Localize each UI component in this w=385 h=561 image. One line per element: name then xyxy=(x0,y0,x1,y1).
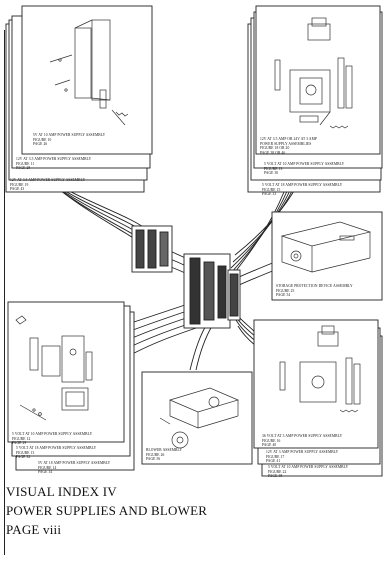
label-page: PAGE 29 xyxy=(12,441,27,445)
label-figure: FIGURE 10 xyxy=(33,137,52,142)
label-figure: FIGURE 15 xyxy=(262,187,281,192)
label-page: PAGE 43 xyxy=(10,187,25,191)
label-title: 5V AT 10 AMP POWER SUPPLY ASSEMBLY xyxy=(33,133,106,137)
label-page: PAGE 34 xyxy=(38,470,53,474)
label-figure: FIGURE 26 xyxy=(146,452,165,457)
label-title: 5 VOLT AT 18 AMP POWER SUPPLY ASSEMBLY xyxy=(16,446,97,450)
label-top-right-2: 5 VOLT AT 10 AMP POWER SUPPLY ASSEMBLY F… xyxy=(264,162,344,176)
top-left-assembly-sheet xyxy=(5,5,153,193)
label-page: PAGE 41 xyxy=(266,459,281,463)
label-figure: FIGURE 12 xyxy=(12,436,31,441)
label-page: PAGE 56 xyxy=(146,457,161,461)
label-title-2: POWER SUPPLY ASSEMBLIES xyxy=(260,141,312,146)
bottom-right-assembly-drawing xyxy=(279,325,361,413)
central-chassis-left xyxy=(131,225,173,273)
central-power-supply-cluster xyxy=(183,253,241,329)
label-title: 12V AT 3.5 AMP POWER SUPPLY ASSEMBLY xyxy=(10,178,86,182)
label-bottom-left-2: 5 VOLT AT 18 AMP POWER SUPPLY ASSEMBLY F… xyxy=(16,446,96,460)
caption-subtitle: POWER SUPPLIES AND BLOWER xyxy=(6,503,208,518)
label-page: PAGE 40 xyxy=(262,443,277,447)
label-bottom-left-3: 5V AT 18 AMP POWER SUPPLY ASSEMBLY FIGUR… xyxy=(38,461,110,475)
label-figure: FIGURE 18 OR 20 xyxy=(260,146,290,150)
margin-rule xyxy=(4,30,5,555)
label-title: 12V AT 3 AMP POWER SUPPLY ASSEMBLY xyxy=(266,450,339,454)
storage-device-drawing xyxy=(280,221,372,273)
label-title: 5 VOLT AT 10 AMP POWER SUPPLY ASSEMBLY xyxy=(268,465,349,469)
label-figure: FIGURE 14 xyxy=(38,465,57,470)
label-top-left: 5V AT 10 AMP POWER SUPPLY ASSEMBLY FIGUR… xyxy=(33,133,105,147)
top-right-assembly-drawing xyxy=(274,17,353,129)
label-bottom-right-2: 12V AT 3 AMP POWER SUPPLY ASSEMBLY FIGUR… xyxy=(266,450,338,464)
top-left-assembly-drawing xyxy=(49,19,129,126)
label-page: PAGE 26 xyxy=(33,142,48,146)
caption-page-number: PAGE viii xyxy=(6,522,62,537)
label-top-right-3: 5 VOLT AT 18 AMP POWER SUPPLY ASSEMBLY F… xyxy=(262,183,342,197)
label-bottom-left: 5 VOLT AT 10 AMP POWER SUPPLY ASSEMBLY F… xyxy=(12,432,92,446)
storage-device-sheet xyxy=(271,211,383,301)
label-page: PAGE 38 xyxy=(268,474,283,478)
label-title: 12V AT 3.5 AMP POWER SUPPLY ASSEMBLY xyxy=(16,157,92,161)
label-figure: FIGURE 16 xyxy=(262,438,281,443)
label-bottom-right: 36 VOLT AT 3 AMP POWER SUPPLY ASSEMBLY F… xyxy=(262,434,342,448)
label-figure: FIGURE 13 xyxy=(264,166,283,171)
label-figure: FIGURE 11 xyxy=(16,161,35,166)
label-figure: FIGURE 22 xyxy=(268,469,287,474)
label-title: 5 VOLT AT 10 AMP POWER SUPPLY ASSEMBLY xyxy=(12,432,93,436)
label-page: PAGE 38 OR 46 xyxy=(260,150,286,155)
label-title: 5V AT 18 AMP POWER SUPPLY ASSEMBLY xyxy=(38,461,111,465)
label-top-left-2: 12V AT 3.5 AMP POWER SUPPLY ASSEMBLY FIG… xyxy=(16,157,91,171)
label-figure: FIGURE 13 xyxy=(16,450,35,455)
label-figure: FIGURE 25 xyxy=(276,288,295,293)
label-top-right: 12V AT 3.5 AMP OR 24V AT 3 AMP POWER SUP… xyxy=(260,137,317,155)
label-page: PAGE 30 xyxy=(264,171,279,175)
label-title: 5 VOLT AT 18 AMP POWER SUPPLY ASSEMBLY xyxy=(262,183,343,187)
label-page: PAGE 32 xyxy=(16,455,31,459)
label-title: 12V AT 3.5 AMP OR 24V AT 3 AMP xyxy=(260,137,318,141)
blower-assembly-drawing xyxy=(159,387,240,449)
label-blower: BLOWER ASSEMBLY FIGURE 26 PAGE 56 xyxy=(146,448,182,462)
label-figure: FIGURE 17 xyxy=(266,454,285,459)
label-bottom-right-3: 5 VOLT AT 10 AMP POWER SUPPLY ASSEMBLY F… xyxy=(268,465,348,479)
bottom-left-assembly-drawing xyxy=(15,315,93,421)
label-figure: FIGURE 19 xyxy=(10,182,29,187)
page-caption: VISUAL INDEX IV POWER SUPPLIES AND BLOWE… xyxy=(6,482,207,539)
label-top-left-3: 12V AT 3.5 AMP POWER SUPPLY ASSEMBLY FIG… xyxy=(10,178,85,192)
label-title: STORAGE PROTECTION DEVICE ASSEMBLY xyxy=(276,284,353,288)
label-title: 5 VOLT AT 10 AMP POWER SUPPLY ASSEMBLY xyxy=(264,162,345,166)
label-page: PAGE 54 xyxy=(276,293,291,297)
label-page: PAGE 28 xyxy=(16,166,31,170)
label-page: PAGE 33 xyxy=(262,192,277,196)
label-title: BLOWER ASSEMBLY xyxy=(146,448,183,452)
label-storage-device: STORAGE PROTECTION DEVICE ASSEMBLY FIGUR… xyxy=(276,284,353,298)
caption-title: VISUAL INDEX IV xyxy=(6,484,117,499)
top-right-assembly-sheet xyxy=(247,5,383,193)
label-title: 36 VOLT AT 3 AMP POWER SUPPLY ASSEMBLY xyxy=(262,434,343,438)
